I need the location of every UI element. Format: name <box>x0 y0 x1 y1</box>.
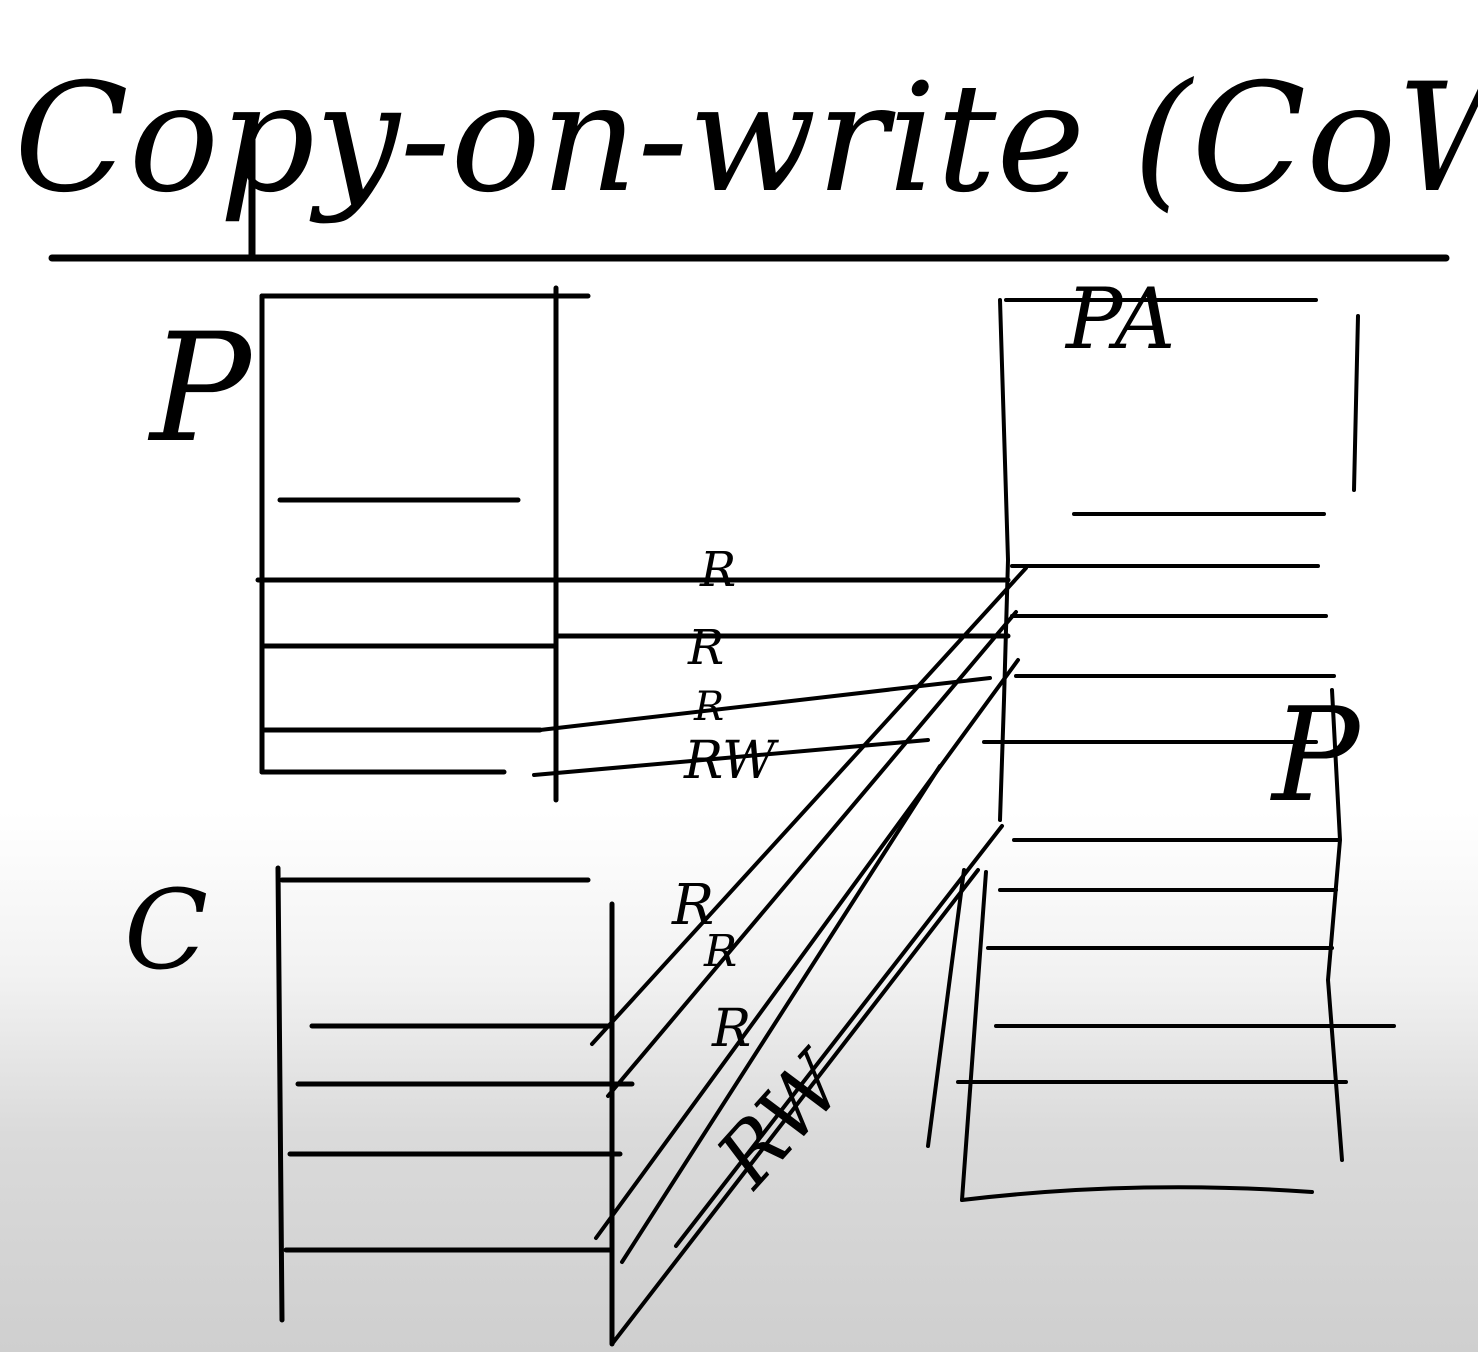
physical-memory-frames <box>926 298 1396 1202</box>
child-process-label: C <box>124 866 208 994</box>
child-mapping-lines <box>590 566 1028 1346</box>
parent-perm-2: R <box>687 620 724 676</box>
title-underline <box>48 136 1450 262</box>
child-perm-1a: R <box>671 873 714 938</box>
diagram-title: Copy-on-write (CoW) fork. <box>14 52 1478 226</box>
parent-perm-1: R <box>699 542 736 598</box>
physical-page-marker: P <box>1270 679 1362 831</box>
child-perm-1b: R <box>703 926 737 977</box>
parent-page-table <box>255 285 1011 803</box>
parent-perm-3: R <box>693 684 724 730</box>
parent-perm-4: RW <box>683 731 779 791</box>
child-perm-2: R <box>711 999 751 1059</box>
child-page-table <box>275 865 635 1347</box>
parent-process-label: P <box>147 302 254 476</box>
physical-memory-label: PA <box>1064 270 1175 368</box>
